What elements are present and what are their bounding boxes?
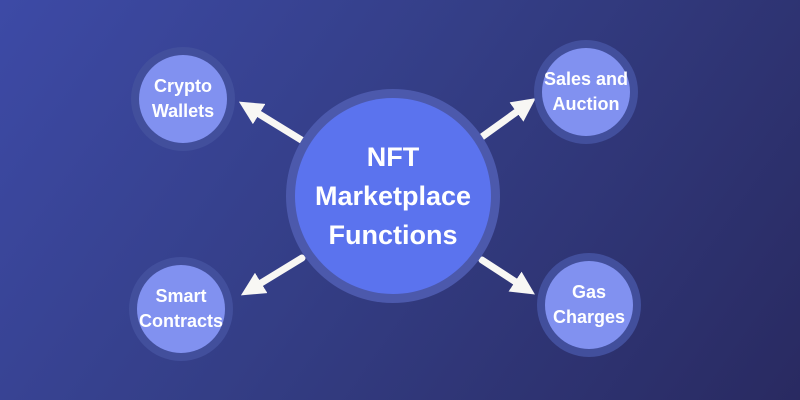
- node-sales-and-auction-label-line2: Auction: [552, 94, 620, 114]
- arrow-to-gas-charges: [478, 256, 535, 295]
- node-gas-charges-label-line1: Gas: [571, 282, 607, 302]
- node-gas-charges: Gas Charges: [545, 261, 633, 349]
- center-node-label-line3: Functions: [328, 219, 458, 250]
- center-node-nft-marketplace-functions: NFT Marketplace Functions: [295, 98, 491, 294]
- arrow-to-crypto-wallets: [238, 101, 307, 145]
- node-smart-contracts-label-line1: Smart: [155, 286, 207, 306]
- arrow-to-sales-auction: [475, 98, 536, 143]
- center-node-label-line1: NFT: [366, 141, 420, 172]
- node-crypto-wallets-label-line1: Crypto: [154, 76, 212, 96]
- node-crypto-wallets-label-line2: Wallets: [151, 101, 215, 121]
- node-crypto-wallets: Crypto Wallets: [139, 55, 227, 143]
- node-sales-and-auction: Sales and Auction: [542, 48, 630, 136]
- node-smart-contracts: Smart Contracts: [137, 265, 225, 353]
- center-node-label-line2: Marketplace: [314, 180, 472, 211]
- node-sales-and-auction-label-line1: Sales and: [543, 69, 629, 89]
- node-gas-charges-label-line2: Charges: [552, 307, 626, 327]
- arrow-to-smart-contracts: [240, 254, 306, 296]
- node-smart-contracts-label-line2: Contracts: [138, 311, 223, 331]
